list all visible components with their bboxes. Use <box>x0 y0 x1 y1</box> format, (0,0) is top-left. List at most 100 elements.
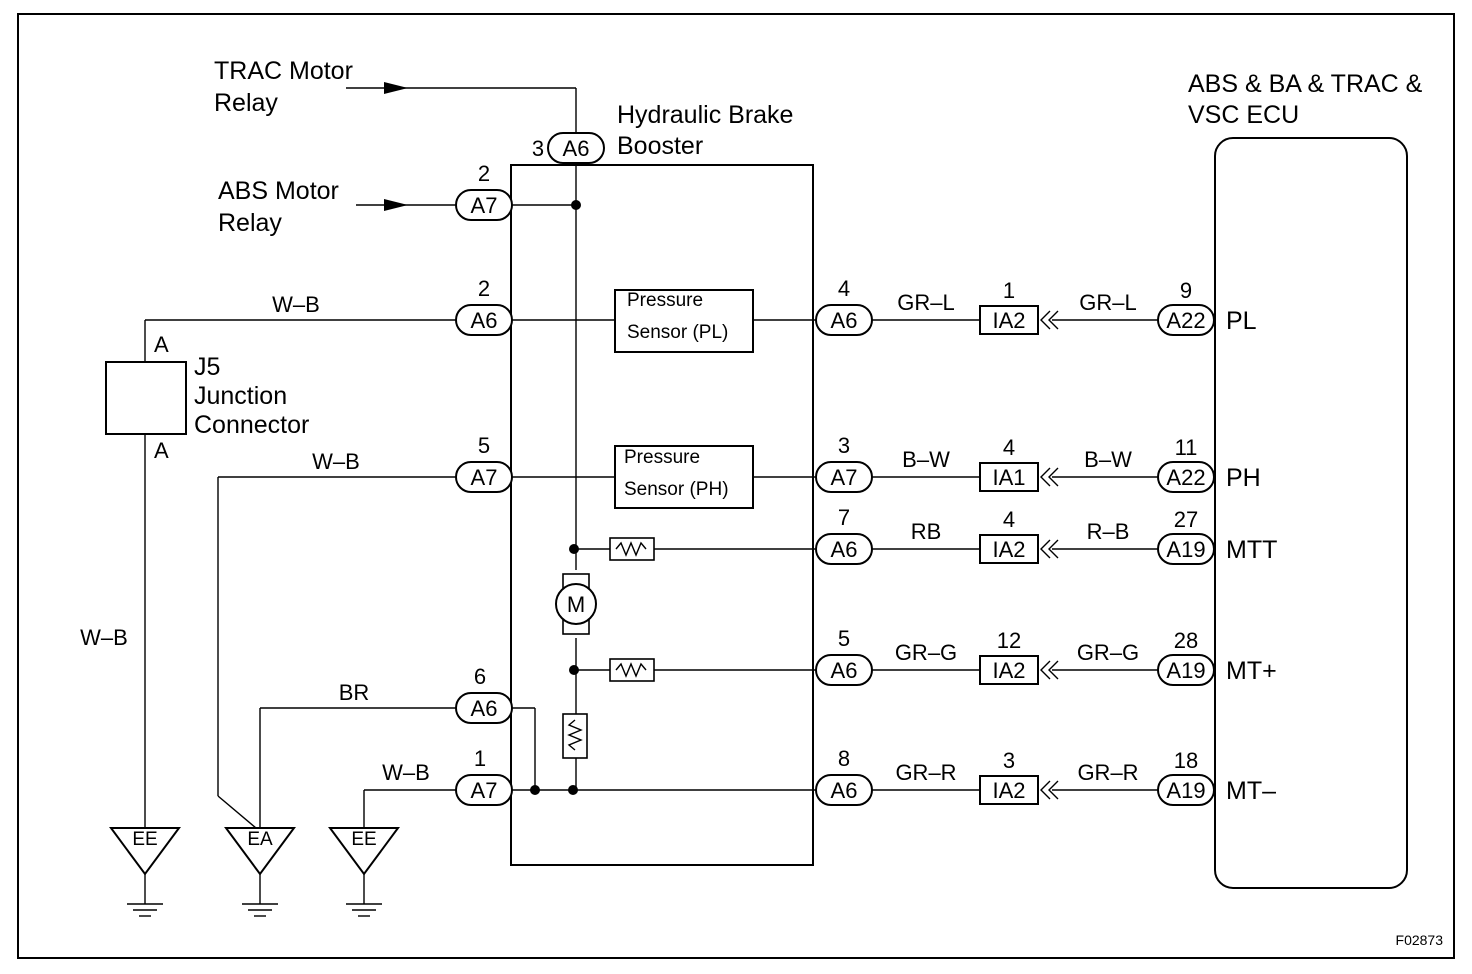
diagram-frame <box>17 13 1455 959</box>
pin-number: 5 <box>478 433 490 458</box>
ground-triangle-icon <box>224 827 296 876</box>
wire-label: GR–G <box>1077 640 1139 665</box>
connector-label: A6 <box>831 658 858 683</box>
ground-triangle-icon <box>109 827 181 876</box>
connector-label: A6 <box>471 308 498 333</box>
ecu-box <box>1214 137 1408 889</box>
resistor-vertical-icon <box>562 713 588 759</box>
chevron-icon <box>1040 310 1051 330</box>
j5-junction-connector <box>105 361 187 435</box>
connector-pl-left: A6 2 <box>455 276 513 336</box>
pl-sensor-label-2: Sensor (PL) <box>627 322 728 343</box>
trac-relay-label-2: Relay <box>214 89 278 117</box>
connector-br: A6 6 <box>455 664 513 724</box>
ecu-terminal-label: MTT <box>1226 536 1277 564</box>
booster-box <box>510 164 814 866</box>
pin-number: 7 <box>838 505 850 530</box>
j5-label-2: Junction <box>194 382 287 410</box>
ecu-terminal-label: MT– <box>1226 777 1276 805</box>
trac-arrow-icon <box>384 82 408 94</box>
wire-label: W–B <box>382 760 430 785</box>
wire-label: GR–R <box>895 760 956 785</box>
ecu-label-2: VSC ECU <box>1188 101 1299 129</box>
ecu-connector <box>1157 654 1215 686</box>
wire-label: GR–R <box>1077 760 1138 785</box>
connector-label: A7 <box>831 465 858 490</box>
ecu-pin-number: 27 <box>1174 507 1198 532</box>
connector-label: A6 <box>563 136 590 161</box>
booster-label-1: Hydraulic Brake <box>617 101 793 129</box>
connector-label: A6 <box>831 537 858 562</box>
pin-number: 2 <box>478 161 490 186</box>
connector-ph-left: A7 5 <box>455 433 513 493</box>
connector-label: A6 <box>831 308 858 333</box>
chevron-icon <box>1048 780 1059 800</box>
pl-sensor-label-1: Pressure <box>627 290 703 311</box>
ecu-connector-label: A22 <box>1166 308 1205 333</box>
pin-number: 1 <box>474 746 486 771</box>
junction-label: IA2 <box>992 778 1025 803</box>
chevron-icon <box>1040 780 1051 800</box>
connector-wb: A7 1 <box>455 746 513 806</box>
j5-label-3: Connector <box>194 411 309 439</box>
chevron-icon <box>1048 539 1059 559</box>
connector-label: A6 <box>471 696 498 721</box>
junction-connector <box>979 462 1039 492</box>
ecu-terminal-label: PL <box>1226 307 1257 335</box>
ph-sensor-label-1: Pressure <box>624 447 700 468</box>
ground-label: EE <box>351 829 376 850</box>
junction-label: IA2 <box>992 658 1025 683</box>
junction-pin: 3 <box>1003 748 1015 773</box>
pin-number: 2 <box>478 276 490 301</box>
ecu-label-1: ABS & BA & TRAC & <box>1188 70 1423 98</box>
junction-pin: 1 <box>1003 278 1015 303</box>
ground-ea: EA <box>224 827 296 917</box>
junction-connector <box>979 534 1039 564</box>
resistor-zigzag <box>615 541 647 557</box>
junction-pin: 12 <box>997 628 1021 653</box>
junction-dot <box>571 200 581 210</box>
chevron-icon <box>1048 660 1059 680</box>
wire-label: B–W <box>1084 447 1132 472</box>
j5-pin-bottom: A <box>154 438 169 463</box>
chevron-icon <box>1040 467 1051 487</box>
wire-label: W–B <box>312 449 360 474</box>
ecu-pin-number: 18 <box>1174 748 1198 773</box>
wire-label: R–B <box>1087 519 1130 544</box>
wire-label: GR–L <box>897 290 954 315</box>
pin-number: 4 <box>838 276 850 301</box>
connector-label: A7 <box>471 465 498 490</box>
pin-number: 3 <box>532 136 544 161</box>
ecu-connector <box>1157 533 1215 565</box>
motor-icon <box>555 583 597 625</box>
j5-label-1: J5 <box>194 353 220 381</box>
ecu-connector <box>1157 774 1215 806</box>
pin-number: 3 <box>838 433 850 458</box>
connector-label: A7 <box>471 778 498 803</box>
pressure-sensor-pl <box>614 289 754 353</box>
connector-trac: A6 3 <box>532 132 605 164</box>
wire-label: W–B <box>272 292 320 317</box>
ecu-pin-number: 11 <box>1175 435 1198 460</box>
chevron-icon <box>1040 660 1051 680</box>
junction-pin: 4 <box>1003 435 1015 460</box>
wire-label: GR–L <box>1079 290 1136 315</box>
chevron-icon <box>1048 310 1059 330</box>
connector-label: A7 <box>471 193 498 218</box>
ph-sensor-label-2: Sensor (PH) <box>624 479 729 500</box>
booster-label-2: Booster <box>617 132 703 160</box>
chevron-icon <box>1048 467 1059 487</box>
wire-label: W–B <box>80 625 128 650</box>
wire-label: BR <box>339 680 370 705</box>
ecu-pin-number: 28 <box>1174 628 1198 653</box>
resistor-zigzag <box>615 662 647 678</box>
wire-label: GR–G <box>895 640 957 665</box>
resistor-zigzag <box>567 719 583 751</box>
abs-relay-label-1: ABS Motor <box>218 177 339 205</box>
